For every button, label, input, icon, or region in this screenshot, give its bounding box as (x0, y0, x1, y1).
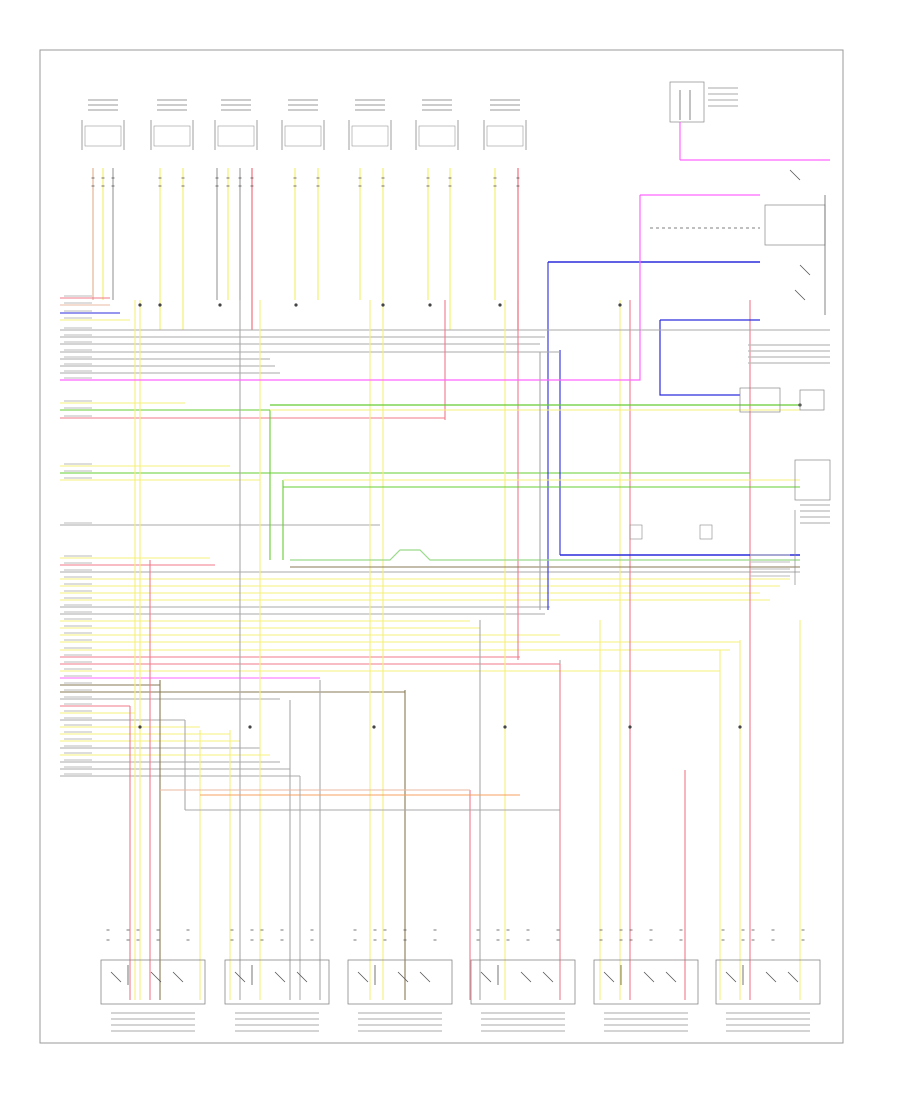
module-internal-switch (110, 965, 184, 985)
sensor-body (153, 125, 191, 147)
splice-dot (381, 303, 385, 307)
sensor-body (351, 125, 389, 147)
cross-run-wire (185, 809, 561, 1000)
sensor-body (84, 125, 122, 147)
sensor-bracket (415, 120, 459, 150)
splice-dot (372, 725, 376, 729)
module-body (715, 959, 821, 1005)
relay-body (764, 204, 826, 246)
splice-dot (503, 725, 507, 729)
bottom-module-3 (347, 959, 453, 1032)
splice-dot (294, 303, 298, 307)
splice-dot (738, 725, 742, 729)
top-sensor-3 (214, 99, 258, 150)
module-body (224, 959, 330, 1005)
bottom-module-1 (100, 959, 206, 1032)
bottom-module-4 (470, 959, 576, 1032)
module-body (470, 959, 576, 1005)
top-sensor-6 (415, 99, 459, 150)
sensor-body (799, 389, 825, 411)
splice-dot (218, 303, 222, 307)
right-component-2 (650, 169, 826, 315)
right-component-3 (739, 344, 830, 413)
right-component-4 (750, 459, 831, 585)
diagram-border (39, 49, 844, 1044)
splice-box (629, 524, 643, 540)
module-body (347, 959, 453, 1005)
top-sensor-4 (281, 99, 325, 150)
cross-run-wire (290, 549, 800, 561)
component-layer (64, 81, 831, 1032)
splice-dot (138, 303, 142, 307)
splice-dot (138, 725, 142, 729)
bottom-module-6 (715, 959, 821, 1032)
splice-dot (428, 303, 432, 307)
module-body (593, 959, 699, 1005)
module-internal-switch (725, 965, 799, 985)
wire-layer (60, 159, 830, 1000)
top-sensor-7 (483, 99, 527, 150)
bottom-module-5 (593, 959, 699, 1032)
top-sensor-5 (348, 99, 392, 150)
module-body (100, 959, 206, 1005)
connector-body (794, 459, 831, 501)
sensor-bracket (150, 120, 194, 150)
sensor-bracket (348, 120, 392, 150)
sensor-bracket (483, 120, 527, 150)
module-internal-switch (480, 965, 554, 985)
top-sensor-1 (81, 99, 125, 150)
module-internal-switch (603, 965, 677, 985)
splice-dot (628, 725, 632, 729)
splice-dot (498, 303, 502, 307)
top-sensor-2 (150, 99, 194, 150)
sensor-body (284, 125, 322, 147)
right-component-1 (669, 81, 738, 160)
fuse-box-body (669, 81, 705, 123)
splice-dot (158, 303, 162, 307)
bottom-module-2 (224, 959, 330, 1032)
module-internal-switch (234, 965, 308, 985)
splice-dot (618, 303, 622, 307)
sensor-bracket (281, 120, 325, 150)
sensor-body (217, 125, 255, 147)
sensor-body (739, 387, 781, 413)
relay-switch (789, 169, 811, 301)
sensor-bracket (214, 120, 258, 150)
cross-run-wire (659, 320, 740, 396)
sensor-body (418, 125, 456, 147)
fuse-element (679, 90, 691, 120)
cross-run-wire (60, 195, 641, 381)
sensor-bracket (81, 120, 125, 150)
splice-box (699, 524, 713, 540)
cross-run-wire (539, 351, 560, 610)
sensor-body (486, 125, 524, 147)
splice-dot (248, 725, 252, 729)
module-internal-switch (357, 965, 431, 985)
